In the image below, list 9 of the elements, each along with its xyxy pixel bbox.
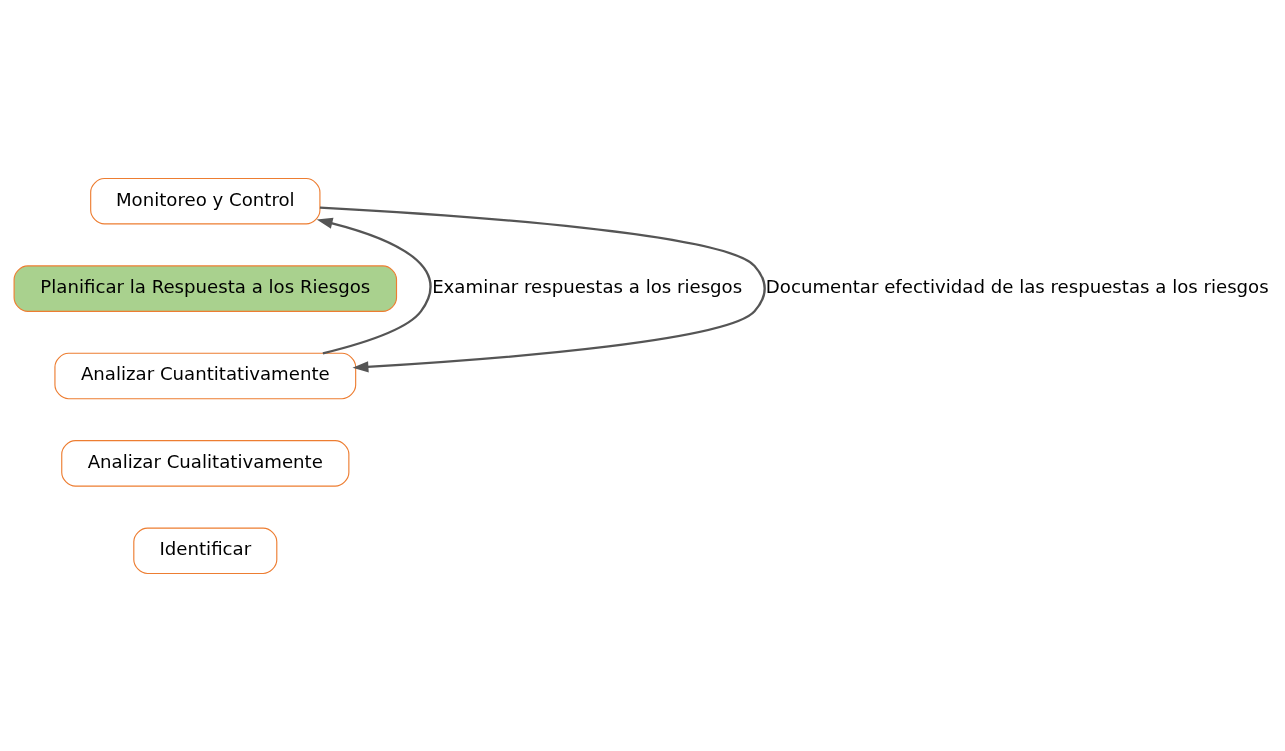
- node-box: Monitoreo y Control: [90, 177, 321, 224]
- edge-label: Documentar efectividad de las respuestas a los riesgos: [765, 275, 1269, 297]
- edge-label: Examinar respuestas a los riesgos: [432, 275, 743, 297]
- node-box: Identificar: [133, 527, 278, 574]
- node-box: Analizar Cuantitativamente: [54, 352, 357, 399]
- arrow: [316, 217, 432, 354]
- node-box: Planificar la Respuesta a los Riesgos: [13, 264, 398, 312]
- arrow: [319, 206, 766, 372]
- node-box: Analizar Cualitativamente: [61, 439, 350, 487]
